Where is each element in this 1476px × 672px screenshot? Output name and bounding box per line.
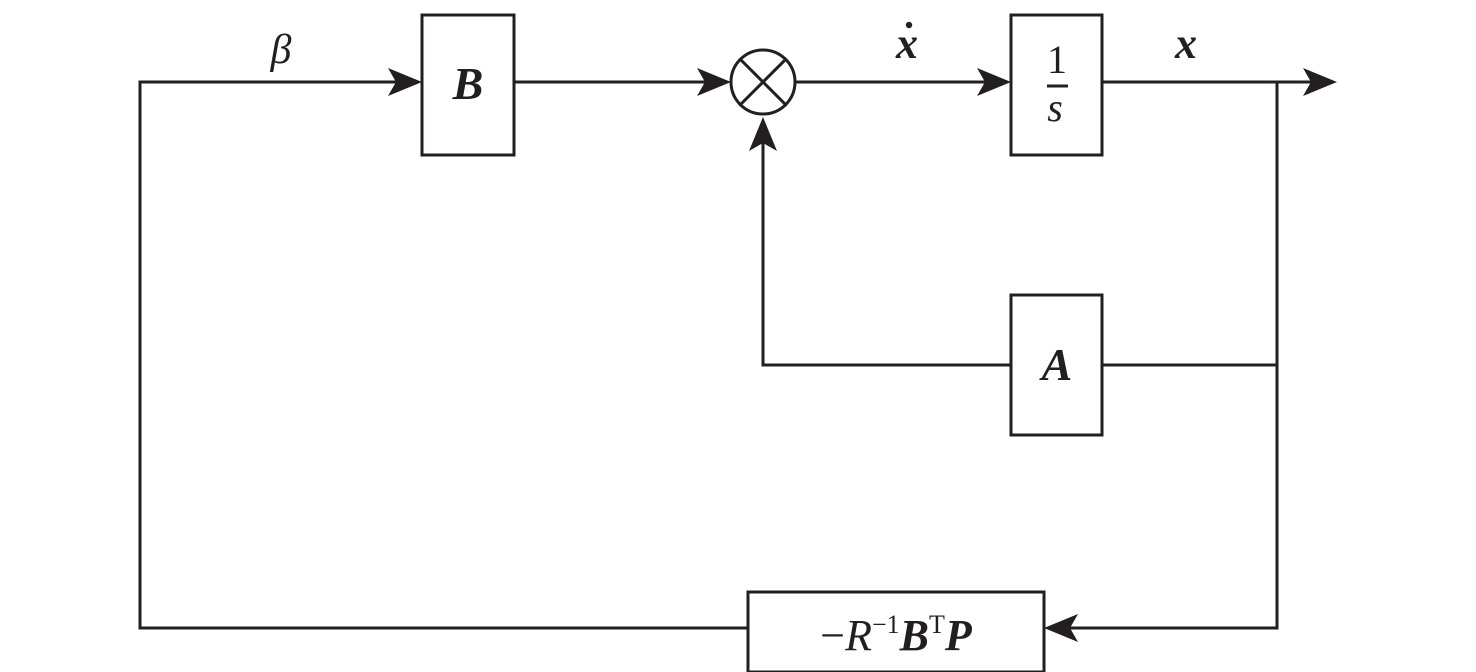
summing-junction bbox=[729, 48, 797, 116]
arrowhead-into-b bbox=[388, 68, 422, 96]
feedback-gain-label: −R−1BTP bbox=[820, 610, 973, 660]
feedback-gain-b-sup: T bbox=[929, 610, 945, 639]
arrowhead-into-feedback-gain bbox=[1044, 614, 1078, 642]
wire-a-to-junction bbox=[761, 138, 1013, 367]
feedback-gain-b: B bbox=[899, 611, 929, 660]
arrowhead-into-integrator bbox=[977, 68, 1011, 96]
feedback-gain-r: R bbox=[844, 611, 872, 660]
block-a-label: A bbox=[1039, 339, 1073, 390]
signal-label-x: x bbox=[1174, 19, 1197, 68]
feedback-gain-minus: − bbox=[820, 611, 845, 660]
integrator-numerator: 1 bbox=[1047, 37, 1067, 82]
summing-junction-cross-b bbox=[738, 57, 788, 107]
signal-label-x-dot: x bbox=[895, 19, 918, 68]
arrowhead-into-junction-left bbox=[697, 68, 731, 96]
feedback-gain-r-sup: −1 bbox=[872, 610, 900, 639]
block-b bbox=[420, 13, 516, 157]
integrator-denominator: s bbox=[1047, 85, 1063, 130]
feedback-gain-p: P bbox=[944, 611, 973, 660]
arrowhead-into-junction-bottom bbox=[749, 117, 777, 151]
signal-label-x-dot-accent bbox=[905, 21, 913, 29]
block-feedback-gain bbox=[746, 590, 1046, 672]
block-b-label: B bbox=[452, 58, 484, 109]
signal-label-beta: β bbox=[270, 27, 292, 73]
arrowhead-output bbox=[1303, 68, 1337, 96]
block-a bbox=[1009, 293, 1104, 437]
wire-feedback-left bbox=[138, 80, 750, 630]
